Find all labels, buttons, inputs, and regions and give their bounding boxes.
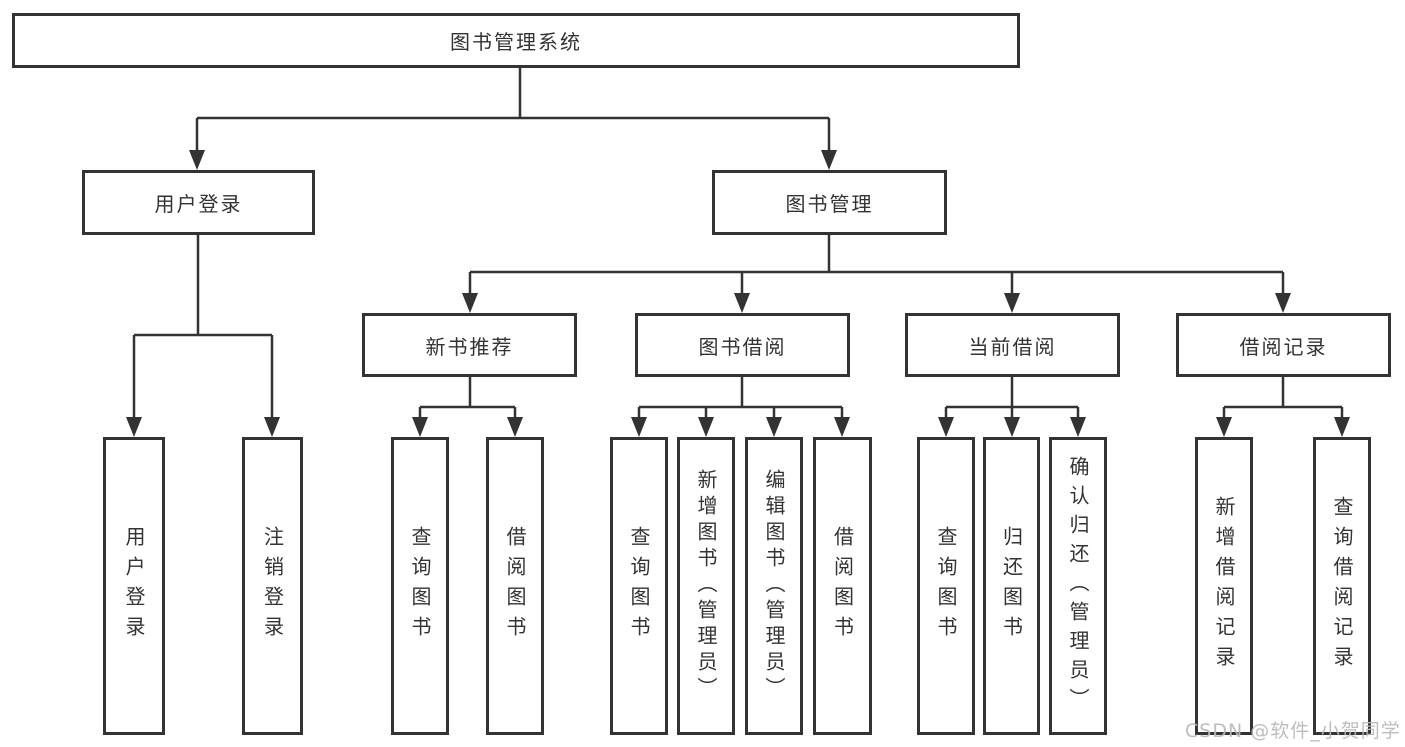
arrowhead-down-icon <box>412 417 428 437</box>
node-label: 查询借阅记录 <box>1330 496 1354 676</box>
arrowhead-down-icon <box>834 417 850 437</box>
node-label: 查询图书 <box>627 526 651 646</box>
leaf-query-books-current: 查询图书 <box>917 437 975 735</box>
node-label: 查询图书 <box>934 526 958 646</box>
node-library-system: 图书管理系统 <box>12 13 1020 68</box>
connector-records <box>1222 377 1344 419</box>
node-label: 图书管理系统 <box>450 30 582 54</box>
arrowhead-down-icon <box>1216 417 1232 437</box>
arrowhead-down-icon <box>734 293 750 313</box>
leaf-borrow-books-recommend: 借阅图书 <box>486 437 544 735</box>
leaf-query-books-recommend: 查询图书 <box>391 437 449 735</box>
leaf-logout: 注销登录 <box>242 437 303 735</box>
node-label: 当前借阅 <box>968 334 1057 359</box>
connector-borrow <box>637 377 844 419</box>
node-label: 图书借阅 <box>698 334 787 359</box>
leaf-edit-book-admin: 编辑图书（管理员） <box>745 437 803 735</box>
node-book-management: 图书管理 <box>712 170 947 235</box>
connector-user-login <box>132 235 274 419</box>
node-label: 归还图书 <box>999 526 1024 646</box>
node-label: 用户登录 <box>122 526 146 646</box>
arrowhead-down-icon <box>1275 293 1291 313</box>
node-label: 借阅图书 <box>503 526 527 646</box>
leaf-user-login: 用户登录 <box>103 437 165 735</box>
leaf-borrow-books: 借阅图书 <box>813 437 872 735</box>
leaf-query-books-borrow: 查询图书 <box>610 437 668 735</box>
node-label: 图书管理 <box>785 192 874 216</box>
node-book-borrow: 图书借阅 <box>635 313 850 377</box>
connector-recommend <box>418 377 517 419</box>
arrowhead-down-icon <box>1070 417 1086 437</box>
node-current-borrow: 当前借阅 <box>905 313 1120 377</box>
node-label: 注销登录 <box>260 526 285 646</box>
leaf-confirm-return-admin: 确认归还（管理员） <box>1049 437 1107 735</box>
node-label: 借阅图书 <box>830 526 855 646</box>
connector-root <box>195 68 831 152</box>
node-new-book-recommend: 新书推荐 <box>362 313 577 377</box>
arrowhead-down-icon <box>507 417 523 437</box>
csdn-watermark: CSDN @软件_小贺同学 <box>1185 720 1401 742</box>
arrowhead-down-icon <box>766 417 782 437</box>
leaf-return-books: 归还图书 <box>983 437 1040 735</box>
connector-book-management <box>468 235 1285 295</box>
arrowhead-down-icon <box>631 417 647 437</box>
node-label: 用户登录 <box>154 192 243 216</box>
arrowhead-down-icon <box>462 293 478 313</box>
arrowhead-down-icon <box>938 417 954 437</box>
node-label: 新增借阅记录 <box>1212 496 1236 676</box>
arrowhead-down-icon <box>126 417 142 437</box>
arrowhead-down-icon <box>264 417 280 437</box>
leaf-add-book-admin: 新增图书（管理员） <box>677 437 735 735</box>
node-label: 编辑图书（管理员） <box>762 469 786 703</box>
leaf-query-borrow-record: 查询借阅记录 <box>1313 437 1371 735</box>
node-label: 查询图书 <box>408 526 432 646</box>
node-label: 确认归还（管理员） <box>1066 455 1090 717</box>
node-borrow-records: 借阅记录 <box>1176 313 1391 377</box>
node-user-login: 用户登录 <box>82 170 315 235</box>
arrowhead-down-icon <box>698 417 714 437</box>
arrowheads <box>126 150 1350 437</box>
arrowhead-down-icon <box>1004 417 1020 437</box>
arrowhead-down-icon <box>189 150 205 170</box>
arrowhead-down-icon <box>1004 293 1020 313</box>
node-label: 新书推荐 <box>425 334 514 359</box>
arrowhead-down-icon <box>821 150 837 170</box>
arrowhead-down-icon <box>1334 417 1350 437</box>
node-label: 借阅记录 <box>1239 334 1328 359</box>
connector-current <box>944 377 1080 419</box>
leaf-add-borrow-record: 新增借阅记录 <box>1195 437 1253 735</box>
node-label: 新增图书（管理员） <box>694 469 718 703</box>
